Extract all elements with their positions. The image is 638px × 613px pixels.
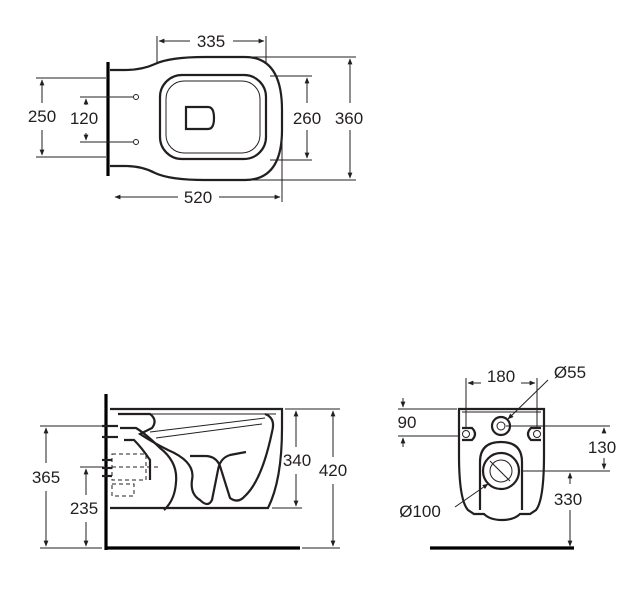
side-bowl-outline	[110, 407, 284, 510]
dim-120: 120	[70, 109, 98, 128]
top-fixing-hole	[133, 139, 139, 145]
dim-180: 180	[487, 367, 515, 386]
side-bowl-inner	[190, 412, 275, 502]
rear-arch	[478, 440, 524, 510]
dim-dia-55: Ø55	[554, 363, 586, 382]
dim-235: 235	[70, 499, 98, 518]
rear-inlet-hole	[496, 421, 506, 431]
dim-90: 90	[398, 413, 417, 432]
dim-520: 520	[184, 188, 212, 207]
top-drain	[184, 105, 216, 131]
rear-outlet-ring	[481, 451, 521, 491]
dim-335: 335	[197, 32, 225, 51]
dim-360: 360	[335, 109, 363, 128]
top-fixing-hole	[133, 94, 139, 100]
rear-fixing-slot	[526, 426, 541, 442]
top-inner-rim	[158, 73, 268, 161]
side-view: 365 235 340 420	[32, 394, 347, 550]
dim-130: 130	[588, 438, 616, 457]
dim-260: 260	[293, 109, 321, 128]
dim-330: 330	[554, 490, 582, 509]
top-view: 335 250 120 260 360 520	[28, 32, 363, 207]
top-bowl-outline	[110, 55, 284, 182]
rear-view: 180 Ø55 90 130 330 Ø100	[398, 363, 616, 550]
dim-250: 250	[28, 107, 56, 126]
top-inner-rim-2	[165, 80, 261, 154]
dim-420: 420	[319, 461, 347, 480]
dim-365: 365	[32, 468, 60, 487]
rear-outlet-inner	[489, 459, 513, 483]
rear-outline	[457, 407, 546, 522]
rear-fixing-slot	[462, 426, 477, 442]
dim-340: 340	[283, 451, 311, 470]
side-trap	[118, 412, 247, 506]
dim-dia-100: Ø100	[399, 502, 441, 521]
